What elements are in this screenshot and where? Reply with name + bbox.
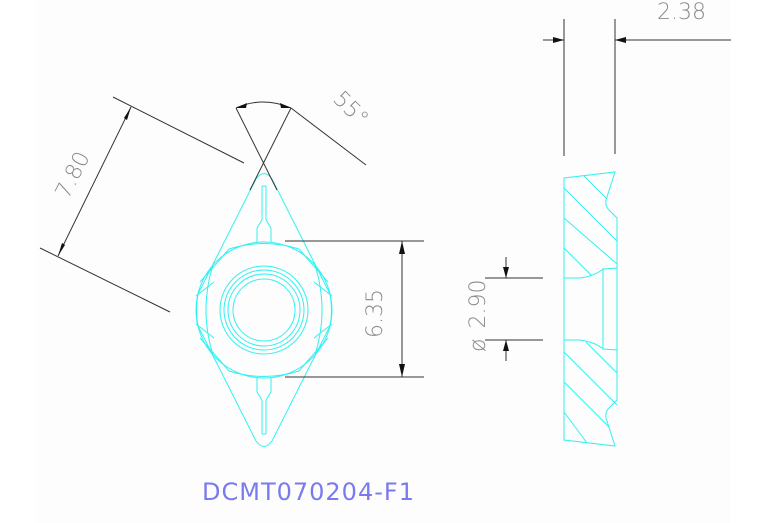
- part-number-title: DCMT070204-F1: [202, 478, 415, 506]
- angle-dimension: 55°: [235, 87, 373, 191]
- thickness-dimension: 2.38: [543, 0, 731, 156]
- insert-section-view: [563, 171, 618, 447]
- hole-label: ø2.90: [466, 280, 491, 352]
- ic-dimension: 6.35: [285, 240, 424, 378]
- ic-label: 6.35: [363, 289, 388, 338]
- length-dimension: 7.80: [39, 96, 245, 313]
- hole-dimension: ø2.90: [466, 257, 543, 361]
- length-label: 7.80: [51, 148, 96, 203]
- insert-top-view: [195, 173, 333, 447]
- angle-label: 55°: [328, 87, 373, 132]
- thickness-label: 2.38: [657, 0, 706, 25]
